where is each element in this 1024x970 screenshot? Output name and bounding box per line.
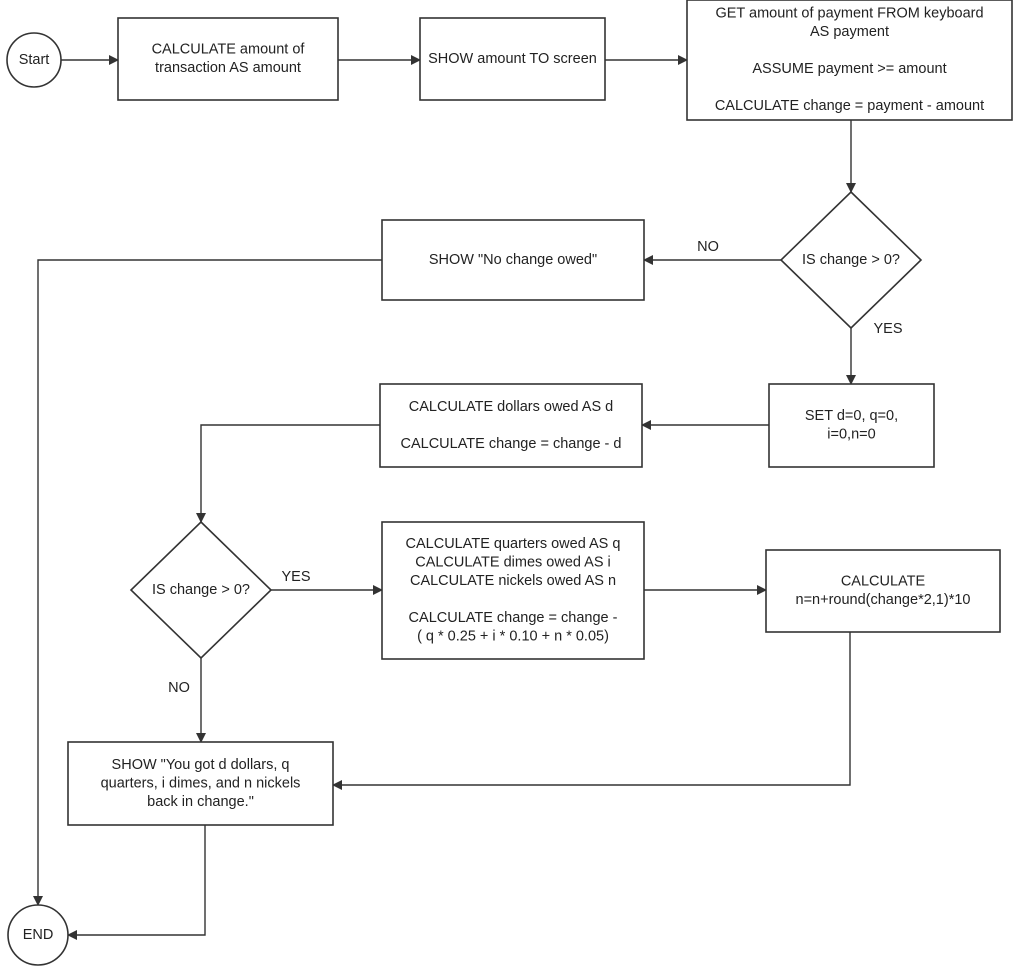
edge-label-no: NO (168, 680, 190, 696)
node-decision2: IS change > 0? (129, 520, 273, 660)
node-text-line: CALCULATE dimes owed AS i (415, 555, 611, 571)
node-text-line: IS change > 0? (152, 582, 250, 598)
node-text-line: CALCULATE dollars owed AS d (409, 399, 613, 415)
edge-decision2-to-calc_coins: YES (271, 569, 383, 595)
connector-arrow (332, 632, 851, 790)
node-text-line: SET d=0, q=0, (805, 408, 898, 424)
node-end: END (7, 904, 69, 966)
node-text-line: IS change > 0? (802, 252, 900, 268)
node-text-line: CALCULATE change = change - d (401, 436, 622, 452)
node-no-change: SHOW "No change owed" (381, 219, 645, 301)
node-text-line: back in change." (147, 794, 254, 810)
connector-arrow (67, 825, 206, 940)
process-box (765, 549, 1001, 633)
node-text-line: CALCULATE (841, 574, 926, 590)
node-text-line: ( q * 0.25 + i * 0.10 + n * 0.05) (417, 629, 609, 645)
edge-label-yes: YES (281, 569, 310, 585)
node-show-amount: SHOW amount TO screen (419, 17, 606, 101)
node-calc-coins: CALCULATE quarters owed AS q CALCULATE di… (381, 521, 645, 660)
node-start: Start (6, 32, 62, 88)
node-show-result: SHOW "You got d dollars, q quarters, i di… (67, 741, 334, 826)
edge-calc_nickels-to-show_result (332, 632, 851, 790)
decision-diamond (779, 190, 923, 330)
node-calc-dollars: CALCULATE dollars owed AS d CALCULATE cha… (379, 383, 643, 468)
edge-decision1-to-no_change: NO (643, 239, 781, 265)
process-box (381, 521, 645, 660)
node-text-line: quarters, i dimes, and n nickels (101, 775, 301, 791)
terminal-circle (7, 904, 69, 966)
edge-label-no: NO (697, 239, 719, 255)
node-text-line: transaction AS amount (155, 60, 301, 76)
node-set-vars: SET d=0, q=0, i=0,n=0 (768, 383, 935, 468)
process-box (419, 17, 606, 101)
node-text-line: SHOW "No change owed" (429, 252, 597, 268)
process-box (768, 383, 935, 468)
edge-decision2-to-show_result: NO (168, 658, 206, 743)
edge-show_result-to-end (67, 825, 206, 940)
node-text-line: CALCULATE change = payment - amount (715, 98, 984, 114)
node-text-line: CALCULATE nickels owed AS n (410, 573, 616, 589)
edge-calc_dollars-to-decision2 (196, 424, 380, 523)
edge-label-yes: YES (873, 321, 902, 337)
connector-arrow (33, 259, 382, 906)
edge-decision1-to-set_vars: YES (846, 321, 903, 385)
process-box (381, 219, 645, 301)
node-calc-nickels: CALCULATE n=n+round(change*2,1)*10 (765, 549, 1001, 633)
process-box (117, 17, 339, 101)
process-box (67, 741, 334, 826)
node-text-line: CALCULATE quarters owed AS q (406, 536, 621, 552)
process-box (379, 383, 643, 468)
connector-arrow (196, 424, 380, 523)
node-text-line: AS payment (810, 24, 889, 40)
node-text-line: GET amount of payment FROM keyboard (715, 6, 983, 22)
node-text-line: i=0,n=0 (827, 427, 875, 443)
terminal-circle (6, 32, 62, 88)
decision-diamond (129, 520, 273, 660)
node-text-line: CALCULATE change = change - (409, 610, 618, 626)
node-get-payment: GET amount of payment FROM keyboard AS pa… (686, 0, 1013, 121)
node-text-line: Start (19, 52, 50, 68)
node-text-line: ASSUME payment >= amount (752, 61, 946, 77)
node-text-line: n=n+round(change*2,1)*10 (796, 592, 971, 608)
node-text-line: SHOW "You got d dollars, q (112, 757, 290, 773)
node-text-line: END (23, 927, 54, 943)
edge-no_change-to-end (33, 259, 382, 906)
node-text-line: SHOW amount TO screen (428, 51, 597, 67)
node-text-line: CALCULATE amount of (152, 42, 306, 58)
node-decision1: IS change > 0? (779, 190, 923, 330)
node-calc-amount: CALCULATE amount of transaction AS amount (117, 17, 339, 101)
process-box (686, 0, 1013, 121)
